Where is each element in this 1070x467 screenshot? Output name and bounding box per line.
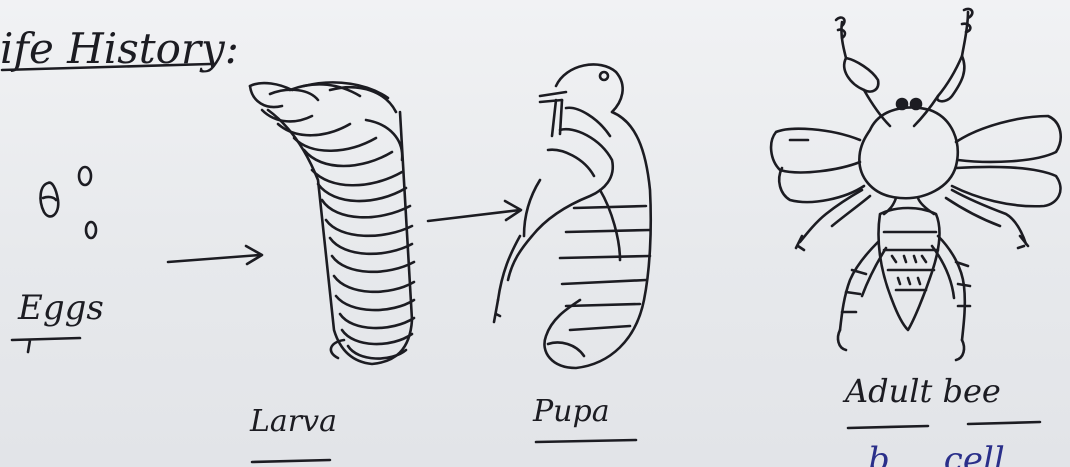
eggs-icon bbox=[41, 167, 96, 238]
adult-underline bbox=[848, 426, 928, 428]
adult-label: Adult bbox=[845, 372, 932, 410]
adult-bee-label: Adult bee bbox=[845, 372, 1001, 410]
pupa-underline bbox=[536, 440, 636, 442]
pupa-icon bbox=[494, 64, 651, 368]
larva-icon bbox=[250, 82, 414, 364]
arrow-larva-to-pupa bbox=[428, 201, 521, 221]
partial-text: b ... cell bbox=[868, 440, 1005, 467]
eggs-label: Eggs bbox=[18, 288, 104, 328]
adult-bee-icon bbox=[771, 9, 1061, 360]
pupa-label: Pupa bbox=[533, 394, 610, 429]
bee-label: bee bbox=[942, 372, 1000, 410]
page-title: ife History: bbox=[0, 24, 239, 73]
larva-label: Larva bbox=[250, 404, 337, 439]
larva-underline bbox=[252, 460, 330, 462]
arrow-eggs-to-larva bbox=[168, 246, 262, 264]
bee-underline bbox=[968, 422, 1040, 424]
eggs-underline bbox=[12, 338, 80, 352]
